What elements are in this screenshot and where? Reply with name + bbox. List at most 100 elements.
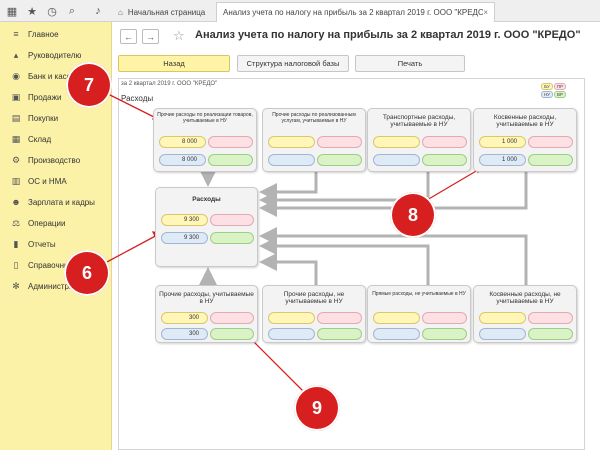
- value-pr[interactable]: [528, 312, 573, 324]
- value-bu[interactable]: 9 300: [161, 214, 208, 226]
- structure-button[interactable]: Структура налоговой базы: [237, 55, 349, 72]
- sidebar-item-sales[interactable]: ▣Продажи: [0, 87, 112, 107]
- value-pr[interactable]: [210, 312, 254, 324]
- value-vr[interactable]: [208, 154, 253, 166]
- tab-report[interactable]: Анализ учета по налогу на прибыль за 2 к…: [216, 2, 495, 22]
- card-expenses-total[interactable]: Расходы 9 300 9 300: [155, 187, 258, 267]
- sidebar-item-reports[interactable]: ▮Отчеты: [0, 234, 112, 254]
- card-title: Расходы: [192, 196, 221, 203]
- callout-9: 9: [294, 385, 340, 431]
- sidebar-item-salary[interactable]: ☻Зарплата и кадры: [0, 192, 112, 212]
- sidebar-item-label: Руководителю: [28, 50, 82, 60]
- value-vr[interactable]: [422, 328, 467, 340]
- value-nu[interactable]: [373, 154, 420, 166]
- gear-icon: ✻: [12, 280, 20, 291]
- value-pr[interactable]: [317, 136, 362, 148]
- value-nu[interactable]: 9 300: [161, 232, 208, 244]
- star-icon[interactable]: ★: [27, 5, 37, 18]
- value-pr[interactable]: [422, 136, 467, 148]
- card-title: Прочие расходы по реализации товаров, уч…: [157, 112, 253, 124]
- forward-arrow-button[interactable]: →: [142, 29, 159, 44]
- report-period: за 2 квартал 2019 г. ООО "КРЕДО": [121, 81, 218, 87]
- card-other-services-nu[interactable]: Прочие расходы по реализованным услугам,…: [262, 108, 366, 172]
- value-nu[interactable]: [373, 328, 420, 340]
- value-vr[interactable]: [210, 328, 254, 340]
- sidebar-item-catalogs[interactable]: ▯ Справочники: [0, 255, 112, 275]
- back-arrow-button[interactable]: ←: [120, 29, 137, 44]
- value-vr[interactable]: [528, 154, 573, 166]
- value-nu[interactable]: [479, 328, 526, 340]
- page-title: Анализ учета по налогу на прибыль за 2 к…: [195, 29, 581, 41]
- menu-icon: ≡: [13, 29, 19, 39]
- apps-icon[interactable]: ▦: [6, 5, 18, 18]
- report-section-title: Расходы: [121, 94, 154, 103]
- print-button[interactable]: Печать: [355, 55, 465, 72]
- value-bu[interactable]: 8 000: [159, 136, 206, 148]
- card-direct-not-nu[interactable]: Прямые расходы, не учитываемые в НУ: [367, 285, 471, 343]
- search-icon[interactable]: ⌕: [68, 4, 76, 17]
- close-icon[interactable]: ×: [483, 8, 488, 17]
- legend-bu: БУ: [541, 83, 553, 90]
- value-vr[interactable]: [422, 154, 467, 166]
- value-pr[interactable]: [210, 214, 254, 226]
- value-nu[interactable]: 8 000: [159, 154, 206, 166]
- value-nu[interactable]: [268, 154, 315, 166]
- value-nu[interactable]: 300: [161, 328, 208, 340]
- value-pr[interactable]: [422, 312, 467, 324]
- bell-icon[interactable]: ♪: [95, 5, 101, 17]
- sidebar-item-admin[interactable]: ✻Администрирование: [0, 276, 112, 296]
- value-bu[interactable]: 1 000: [479, 136, 526, 148]
- sidebar-item-operations[interactable]: ⚖Операции: [0, 213, 112, 233]
- history-icon[interactable]: ◷: [47, 5, 57, 18]
- value-pr[interactable]: [208, 136, 253, 148]
- sidebar-item-main[interactable]: ≡Главное: [0, 24, 112, 44]
- home-icon: ⌂: [118, 7, 123, 17]
- sidebar-item-director[interactable]: ▴Руководителю: [0, 45, 112, 65]
- card-title: Прочие расходы по реализованным услугам,…: [272, 112, 356, 124]
- sidebar-item-label: Зарплата и кадры: [28, 197, 95, 207]
- value-bu[interactable]: [268, 136, 315, 148]
- sidebar-item-label: Покупки: [28, 113, 59, 123]
- cart-icon: ▣: [11, 91, 21, 102]
- legend-pr: ПР: [554, 83, 566, 90]
- card-transport-nu[interactable]: Транспортные расходы, учитываемые в НУ: [367, 108, 471, 172]
- sidebar-item-production[interactable]: ⚙Производство: [0, 150, 112, 170]
- sidebar-item-bank[interactable]: ◉Банк и касса: [0, 66, 112, 86]
- books-icon: ▯: [13, 259, 19, 270]
- card-other-nu[interactable]: Прочие расходы, учитываемые в НУ 300 300: [155, 285, 258, 343]
- card-indirect-not-nu[interactable]: Косвенные расходы, не учитываемые в НУ: [473, 285, 577, 343]
- sidebar-item-label: Производство: [28, 155, 81, 165]
- value-vr[interactable]: [317, 154, 362, 166]
- value-bu[interactable]: [268, 312, 315, 324]
- value-bu[interactable]: 300: [161, 312, 208, 324]
- tab-home[interactable]: ⌂ Начальная страница: [112, 2, 216, 22]
- value-vr[interactable]: [317, 328, 362, 340]
- value-pr[interactable]: [528, 136, 573, 148]
- favorite-star-icon[interactable]: ☆: [173, 28, 185, 43]
- callout-8: 8: [390, 192, 436, 238]
- value-bu[interactable]: [373, 136, 420, 148]
- warehouse-icon: ▦: [11, 133, 21, 144]
- callout-6: 6: [64, 250, 110, 296]
- value-nu[interactable]: 1 000: [479, 154, 526, 166]
- card-other-goods-nu[interactable]: Прочие расходы по реализации товаров, уч…: [153, 108, 257, 172]
- value-pr[interactable]: [317, 312, 362, 324]
- sidebar-item-label: Отчеты: [28, 239, 56, 249]
- sidebar-item-label: Справочники: [28, 260, 77, 270]
- sidebar-item-warehouse[interactable]: ▦Склад: [0, 129, 112, 149]
- card-indirect-nu[interactable]: Косвенные расходы, учитываемые в НУ 1 00…: [473, 108, 577, 172]
- value-vr[interactable]: [528, 328, 573, 340]
- sidebar-item-purchases[interactable]: ▤Покупки: [0, 108, 112, 128]
- value-vr[interactable]: [210, 232, 254, 244]
- legend-nu: НУ: [541, 91, 553, 98]
- back-button[interactable]: Назад: [118, 55, 230, 72]
- tab-report-label: Анализ учета по налогу на прибыль за 2 к…: [223, 8, 484, 17]
- operations-icon: ⚖: [11, 217, 21, 228]
- sidebar-item-assets[interactable]: ▥ОС и НМА: [0, 171, 112, 191]
- value-bu[interactable]: [373, 312, 420, 324]
- card-other-not-nu[interactable]: Прочие расходы, не учитываемые в НУ: [262, 285, 366, 343]
- card-title: Прочие расходы, не учитываемые в НУ: [283, 291, 345, 305]
- value-nu[interactable]: [268, 328, 315, 340]
- card-title: Косвенные расходы, не учитываемые в НУ: [489, 291, 561, 305]
- value-bu[interactable]: [479, 312, 526, 324]
